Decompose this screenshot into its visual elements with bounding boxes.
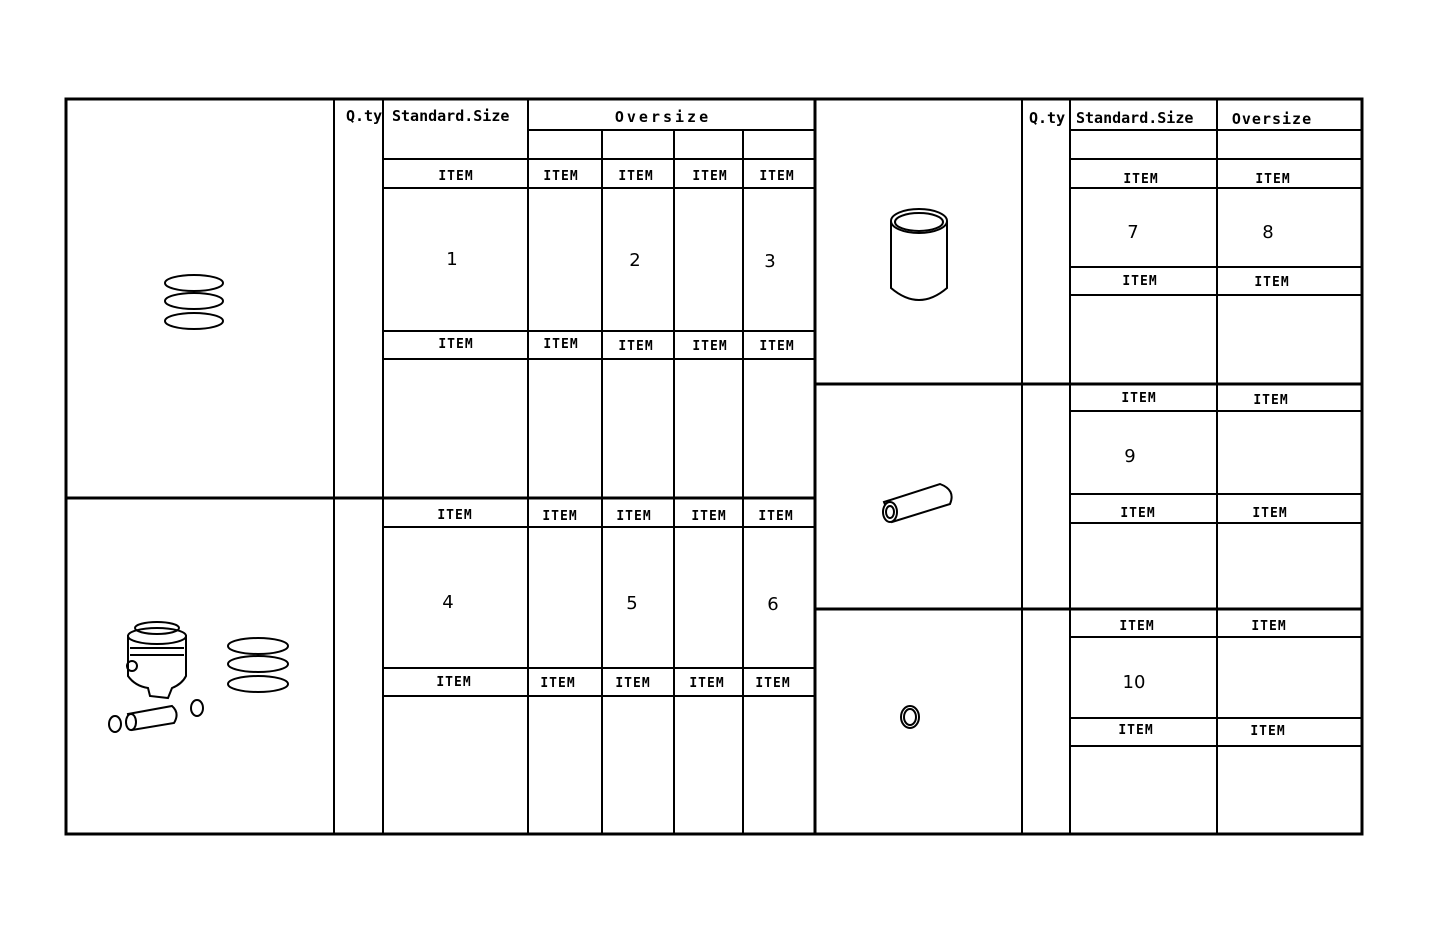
item-label: ITEM: [1118, 723, 1153, 738]
item-label: ITEM: [1253, 393, 1288, 408]
item-label: ITEM: [759, 339, 794, 354]
right-qty-header: Q.ty: [1029, 109, 1065, 127]
item-label: ITEM: [540, 676, 575, 691]
item-number-6: 6: [767, 594, 778, 615]
item-number-2: 2: [629, 250, 640, 271]
item-label: ITEM: [543, 337, 578, 352]
item-label: ITEM: [689, 676, 724, 691]
item-number-9: 9: [1124, 446, 1135, 467]
right-table-grid: [815, 99, 1362, 834]
circlip-icon: [900, 705, 920, 729]
item-label: ITEM: [758, 509, 793, 524]
item-label: ITEM: [438, 169, 473, 184]
item-label: ITEM: [1120, 506, 1155, 521]
item-number-8: 8: [1262, 222, 1273, 243]
item-number-5: 5: [626, 593, 637, 614]
outer-frame: [64, 97, 1364, 836]
item-label: ITEM: [1123, 172, 1158, 187]
item-label: ITEM: [1254, 275, 1289, 290]
left-table-grid: [66, 99, 815, 834]
item-label: ITEM: [436, 675, 471, 690]
item-label: ITEM: [543, 169, 578, 184]
item-number-4: 4: [442, 592, 453, 613]
piston-pin-icon: [882, 482, 953, 524]
item-label: ITEM: [1119, 619, 1154, 634]
piston-assembly-icon: [108, 621, 289, 733]
left-item-numbers: 1 2 3 4 5 6: [442, 249, 778, 615]
left-oversize-header: Oversize: [615, 108, 711, 126]
item-label: ITEM: [692, 169, 727, 184]
item-label: ITEM: [615, 676, 650, 691]
piston-rings-icon: [164, 274, 224, 330]
item-label: ITEM: [759, 169, 794, 184]
cylinder-liner-icon: [890, 208, 948, 301]
item-label: ITEM: [692, 339, 727, 354]
left-qty-header: Q.ty: [346, 107, 382, 125]
item-label: ITEM: [1250, 724, 1285, 739]
item-label: ITEM: [1121, 391, 1156, 406]
item-label: ITEM: [438, 337, 473, 352]
right-item-labels: ITEM ITEM ITEM ITEM ITEM ITEM ITEM ITEM …: [1118, 172, 1290, 739]
item-label: ITEM: [437, 508, 472, 523]
right-standard-size-header: Standard.Size: [1076, 109, 1193, 127]
item-label: ITEM: [616, 509, 651, 524]
item-label: ITEM: [618, 169, 653, 184]
item-label: ITEM: [1252, 506, 1287, 521]
item-label: ITEM: [691, 509, 726, 524]
item-number-10: 10: [1123, 672, 1146, 693]
item-label: ITEM: [618, 339, 653, 354]
item-number-1: 1: [446, 249, 457, 270]
left-item-labels: ITEM ITEM ITEM ITEM ITEM ITEM ITEM ITEM …: [436, 169, 794, 691]
item-label: ITEM: [542, 509, 577, 524]
item-label: ITEM: [1251, 619, 1286, 634]
item-label: ITEM: [1255, 172, 1290, 187]
item-label: ITEM: [1122, 274, 1157, 289]
right-oversize-header: Oversize: [1232, 110, 1312, 128]
right-item-numbers: 7 8 9 10: [1123, 222, 1274, 693]
left-standard-size-header: Standard.Size: [392, 107, 509, 125]
item-label: ITEM: [755, 676, 790, 691]
item-number-7: 7: [1127, 222, 1138, 243]
item-number-3: 3: [764, 251, 775, 272]
